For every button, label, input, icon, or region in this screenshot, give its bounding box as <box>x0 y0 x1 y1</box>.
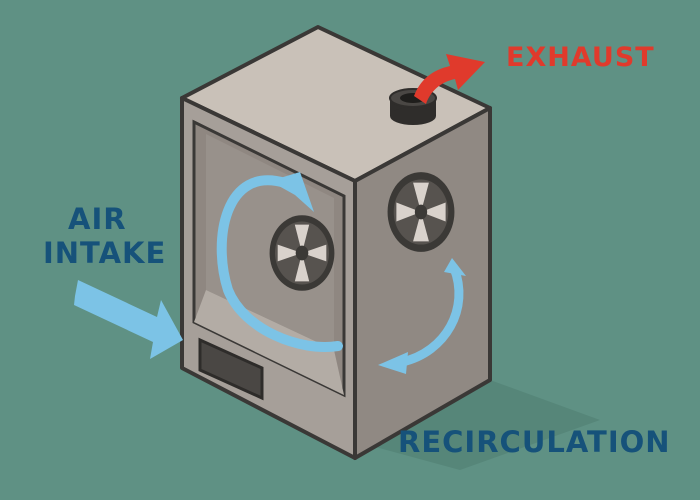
cabinet-shadow <box>350 380 600 470</box>
recirculation-label: RECIRCULATION <box>398 425 671 459</box>
inner-fan-icon <box>269 215 335 291</box>
control-panel <box>198 337 264 401</box>
recirculation-arrow-side-down-icon <box>378 352 408 374</box>
recirculation-loop-side-icon <box>397 263 464 367</box>
intake-label: INTAKE <box>43 236 167 270</box>
side-fan-icon <box>387 172 455 252</box>
exhaust-label: EXHAUST <box>506 42 655 73</box>
air-label: AIR <box>68 202 127 236</box>
recirculation-loop-front-icon <box>216 175 343 352</box>
air-intake-arrow-icon <box>74 280 183 359</box>
exhaust-arrow-icon <box>414 54 485 104</box>
recirculation-arrow-side-up-icon <box>444 258 466 276</box>
recirculation-arrow-front-icon <box>270 172 314 212</box>
